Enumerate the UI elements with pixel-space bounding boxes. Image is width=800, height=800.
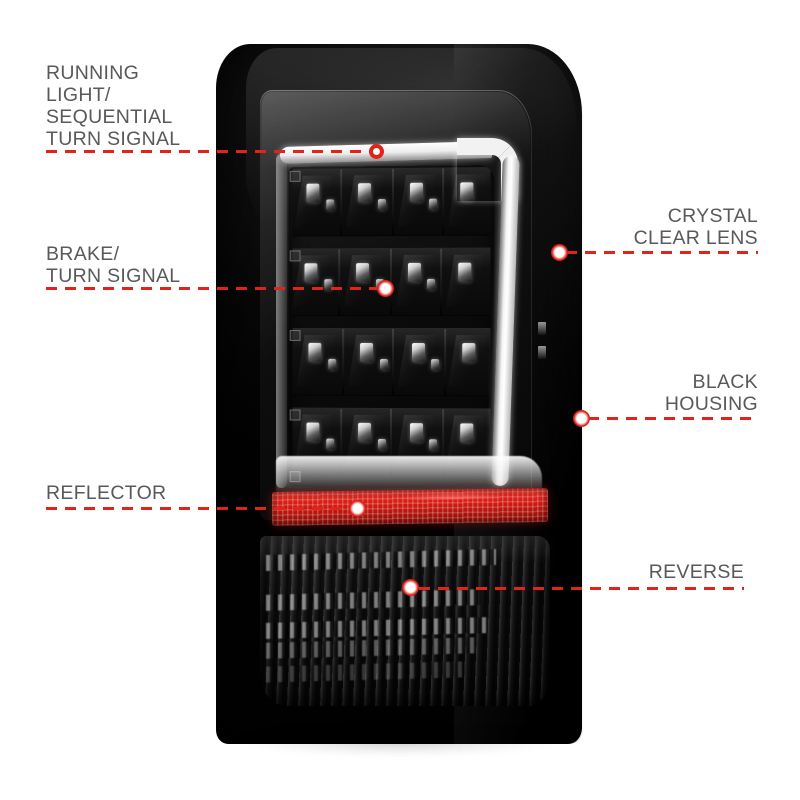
running-light-bar	[274, 138, 524, 513]
leader-line-running-light-sequential-turn-signal	[46, 150, 377, 153]
callout-dot-reflector[interactable]	[349, 500, 366, 517]
leader-line-reverse	[419, 587, 744, 590]
callout-label-running-light-sequential-turn-signal: RUNNING LIGHT/ SEQUENTIAL TURN SIGNAL	[46, 62, 181, 150]
callout-label-brake-turn-signal: BRAKE/ TURN SIGNAL	[46, 243, 181, 287]
callout-label-reverse: REVERSE	[648, 561, 744, 583]
callout-dot-brake-turn-signal[interactable]	[377, 280, 394, 297]
leader-line-brake-turn-signal	[46, 287, 386, 290]
callout-dot-running-light-sequential-turn-signal[interactable]	[369, 144, 384, 159]
leader-line-reflector	[46, 507, 361, 510]
leader-line-crystal-clear-lens	[566, 251, 758, 254]
lightbar-left-segment	[276, 154, 287, 488]
reverse-light-lens	[260, 536, 550, 706]
housing-vent	[538, 322, 546, 335]
callout-dot-reverse[interactable]	[402, 579, 419, 596]
callout-label-reflector: REFLECTOR	[46, 482, 167, 504]
lightbar-right-segment	[491, 155, 520, 487]
callout-dot-black-housing[interactable]	[573, 410, 590, 427]
callout-label-black-housing: BLACK HOUSING	[664, 371, 758, 415]
callout-label-crystal-clear-lens: CRYSTAL CLEAR LENS	[633, 205, 758, 249]
housing-vent	[538, 346, 546, 359]
lens-bevel-highlight	[276, 456, 542, 494]
product-drop-shadow	[234, 726, 564, 760]
tail-light-product-image	[216, 44, 584, 760]
leader-line-black-housing	[588, 417, 758, 420]
callout-dot-crystal-clear-lens[interactable]	[551, 244, 568, 261]
